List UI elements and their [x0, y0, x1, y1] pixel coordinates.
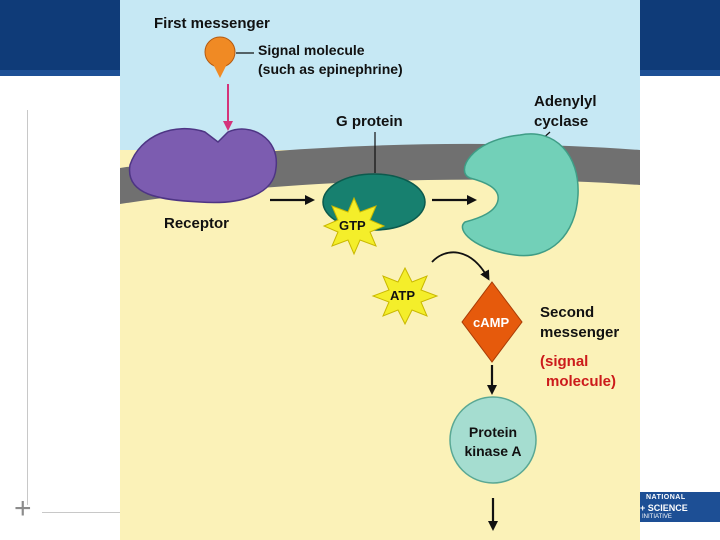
second-messenger-label-1: Second	[540, 304, 594, 321]
adenylyl-cyclase-shape	[461, 133, 579, 257]
pka-label-1: Protein	[469, 424, 517, 440]
plus-icon: +	[14, 492, 32, 525]
atp-label: ATP	[390, 288, 415, 303]
atp-conversion-arrow	[431, 251, 490, 281]
signal-transduction-figure: First messenger Signal molecule (such as…	[120, 0, 640, 540]
gtp-label: GTP	[339, 218, 366, 233]
signal-note-label-2: molecule)	[546, 373, 616, 390]
first-messenger-label: First messenger	[154, 15, 270, 32]
camp-label: cAMP	[473, 315, 509, 330]
pka-label-2: kinase A	[464, 443, 521, 459]
slide-bottom-rule	[42, 512, 122, 513]
receptor-shape	[128, 128, 277, 204]
adenylyl-label-1: Adenylyl	[534, 93, 597, 110]
camp-diamond	[461, 281, 523, 363]
signal-molecule-label-1: Signal molecule	[258, 42, 365, 58]
receptor-label: Receptor	[164, 215, 229, 232]
gtp-starburst	[322, 196, 386, 256]
slide-left-rule	[27, 110, 28, 505]
atp-starburst	[371, 266, 439, 326]
initiative-logo: NATIONAL + SCIENCE INITIATIVE	[636, 492, 720, 522]
signal-molecule-label-2: (such as epinephrine)	[258, 61, 403, 77]
adenylyl-label-2: cyclase	[534, 113, 588, 130]
g-protein-label: G protein	[336, 113, 403, 130]
signal-note-label-1: (signal	[540, 353, 588, 370]
protein-kinase-a-shape	[449, 396, 537, 484]
second-messenger-label-2: messenger	[540, 324, 619, 341]
